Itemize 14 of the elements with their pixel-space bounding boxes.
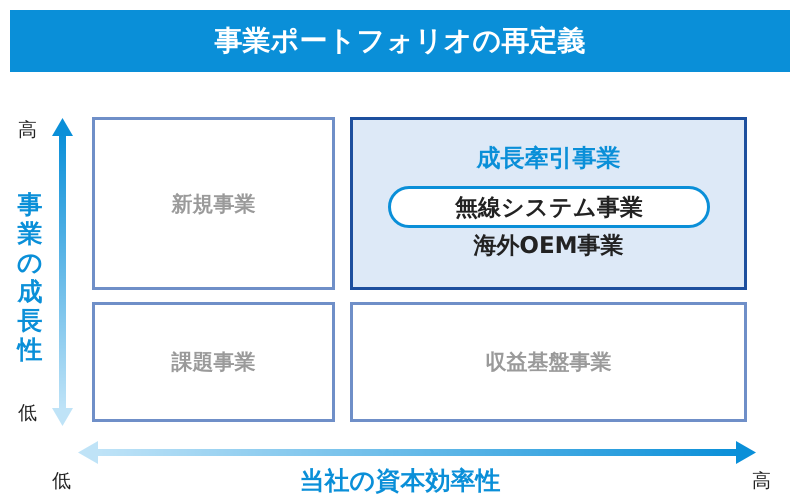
quadrant-box: 新規事業 [92, 117, 335, 290]
axis-end-label: 低 [18, 401, 37, 426]
title-banner: 事業ポートフォリオの再定義 [10, 10, 790, 72]
axis-end-label: 低 [52, 469, 71, 494]
quadrant-box: 収益基盤事業 [350, 302, 747, 422]
quadrant-box: 課題事業 [92, 302, 335, 422]
business-label: 海外OEM事業 [472, 232, 625, 261]
axis-end-label: 高 [18, 118, 37, 143]
pill-frame: 無線システム事業 [388, 186, 710, 228]
quadrant-box [350, 117, 747, 290]
axis-title: 事業の成長性 [16, 190, 44, 364]
group-heading: 成長牽引事業 [475, 143, 622, 174]
axis-end-label: 高 [752, 469, 771, 494]
axis-title: 当社の資本効率性 [298, 465, 502, 497]
